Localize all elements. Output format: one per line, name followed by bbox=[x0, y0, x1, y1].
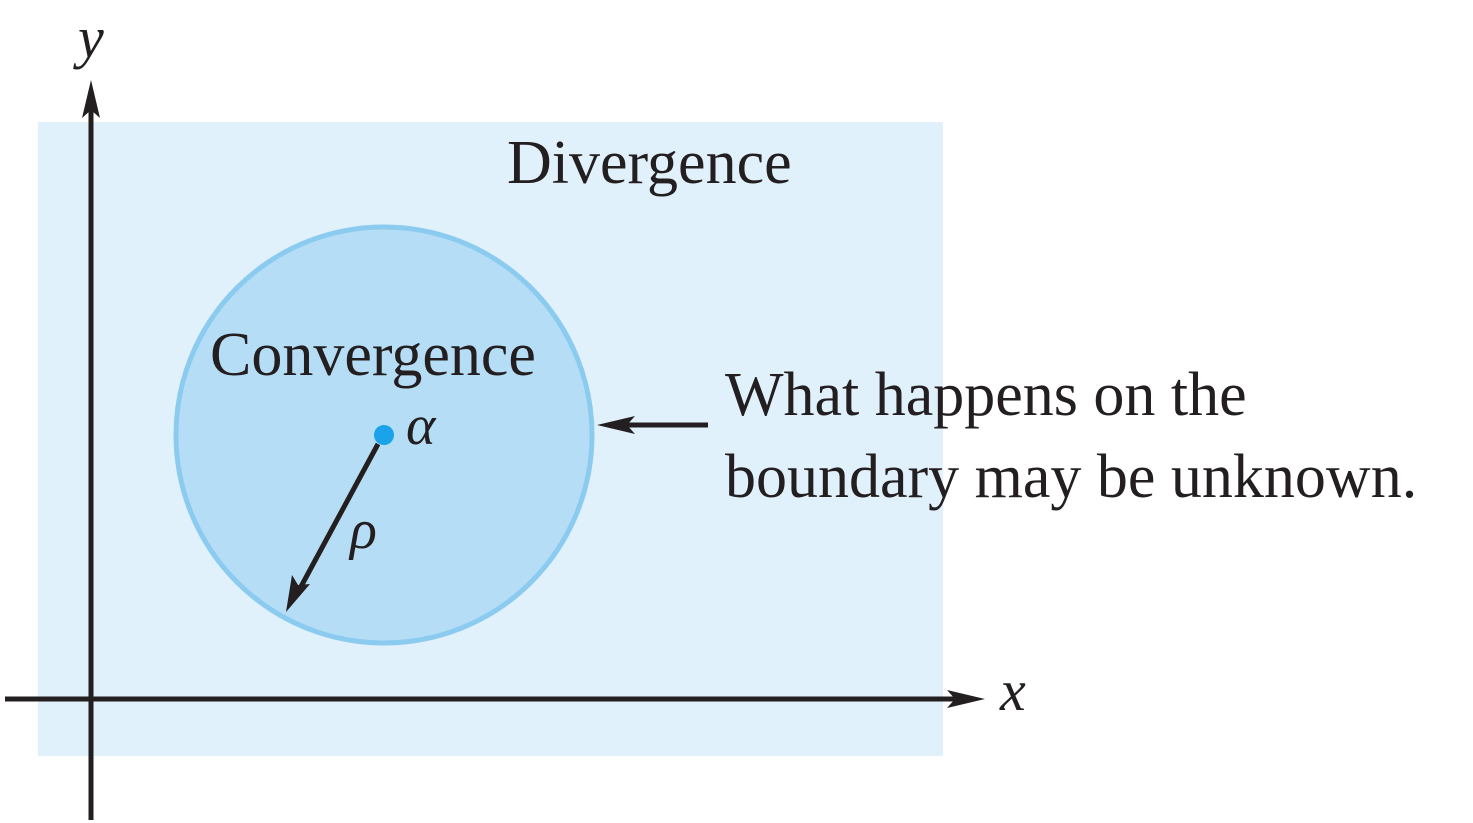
boundary-pointer-arrowhead bbox=[597, 416, 635, 434]
center-label: α bbox=[406, 395, 437, 457]
y-axis-arrowhead bbox=[82, 80, 100, 118]
x-axis-arrowhead bbox=[947, 690, 985, 708]
divergence-label: Divergence bbox=[507, 129, 792, 197]
radius-arrowhead bbox=[286, 575, 310, 612]
radius-label: ρ bbox=[348, 499, 377, 561]
center-point bbox=[374, 425, 394, 445]
boundary-note-line2: boundary may be unknown. bbox=[725, 443, 1417, 511]
y-axis-label: y bbox=[73, 5, 104, 70]
boundary-note-line1: What happens on the bbox=[725, 361, 1247, 429]
radius-arrow bbox=[294, 442, 381, 596]
convergence-label: Convergence bbox=[210, 321, 536, 389]
x-axis-label: x bbox=[999, 658, 1026, 723]
